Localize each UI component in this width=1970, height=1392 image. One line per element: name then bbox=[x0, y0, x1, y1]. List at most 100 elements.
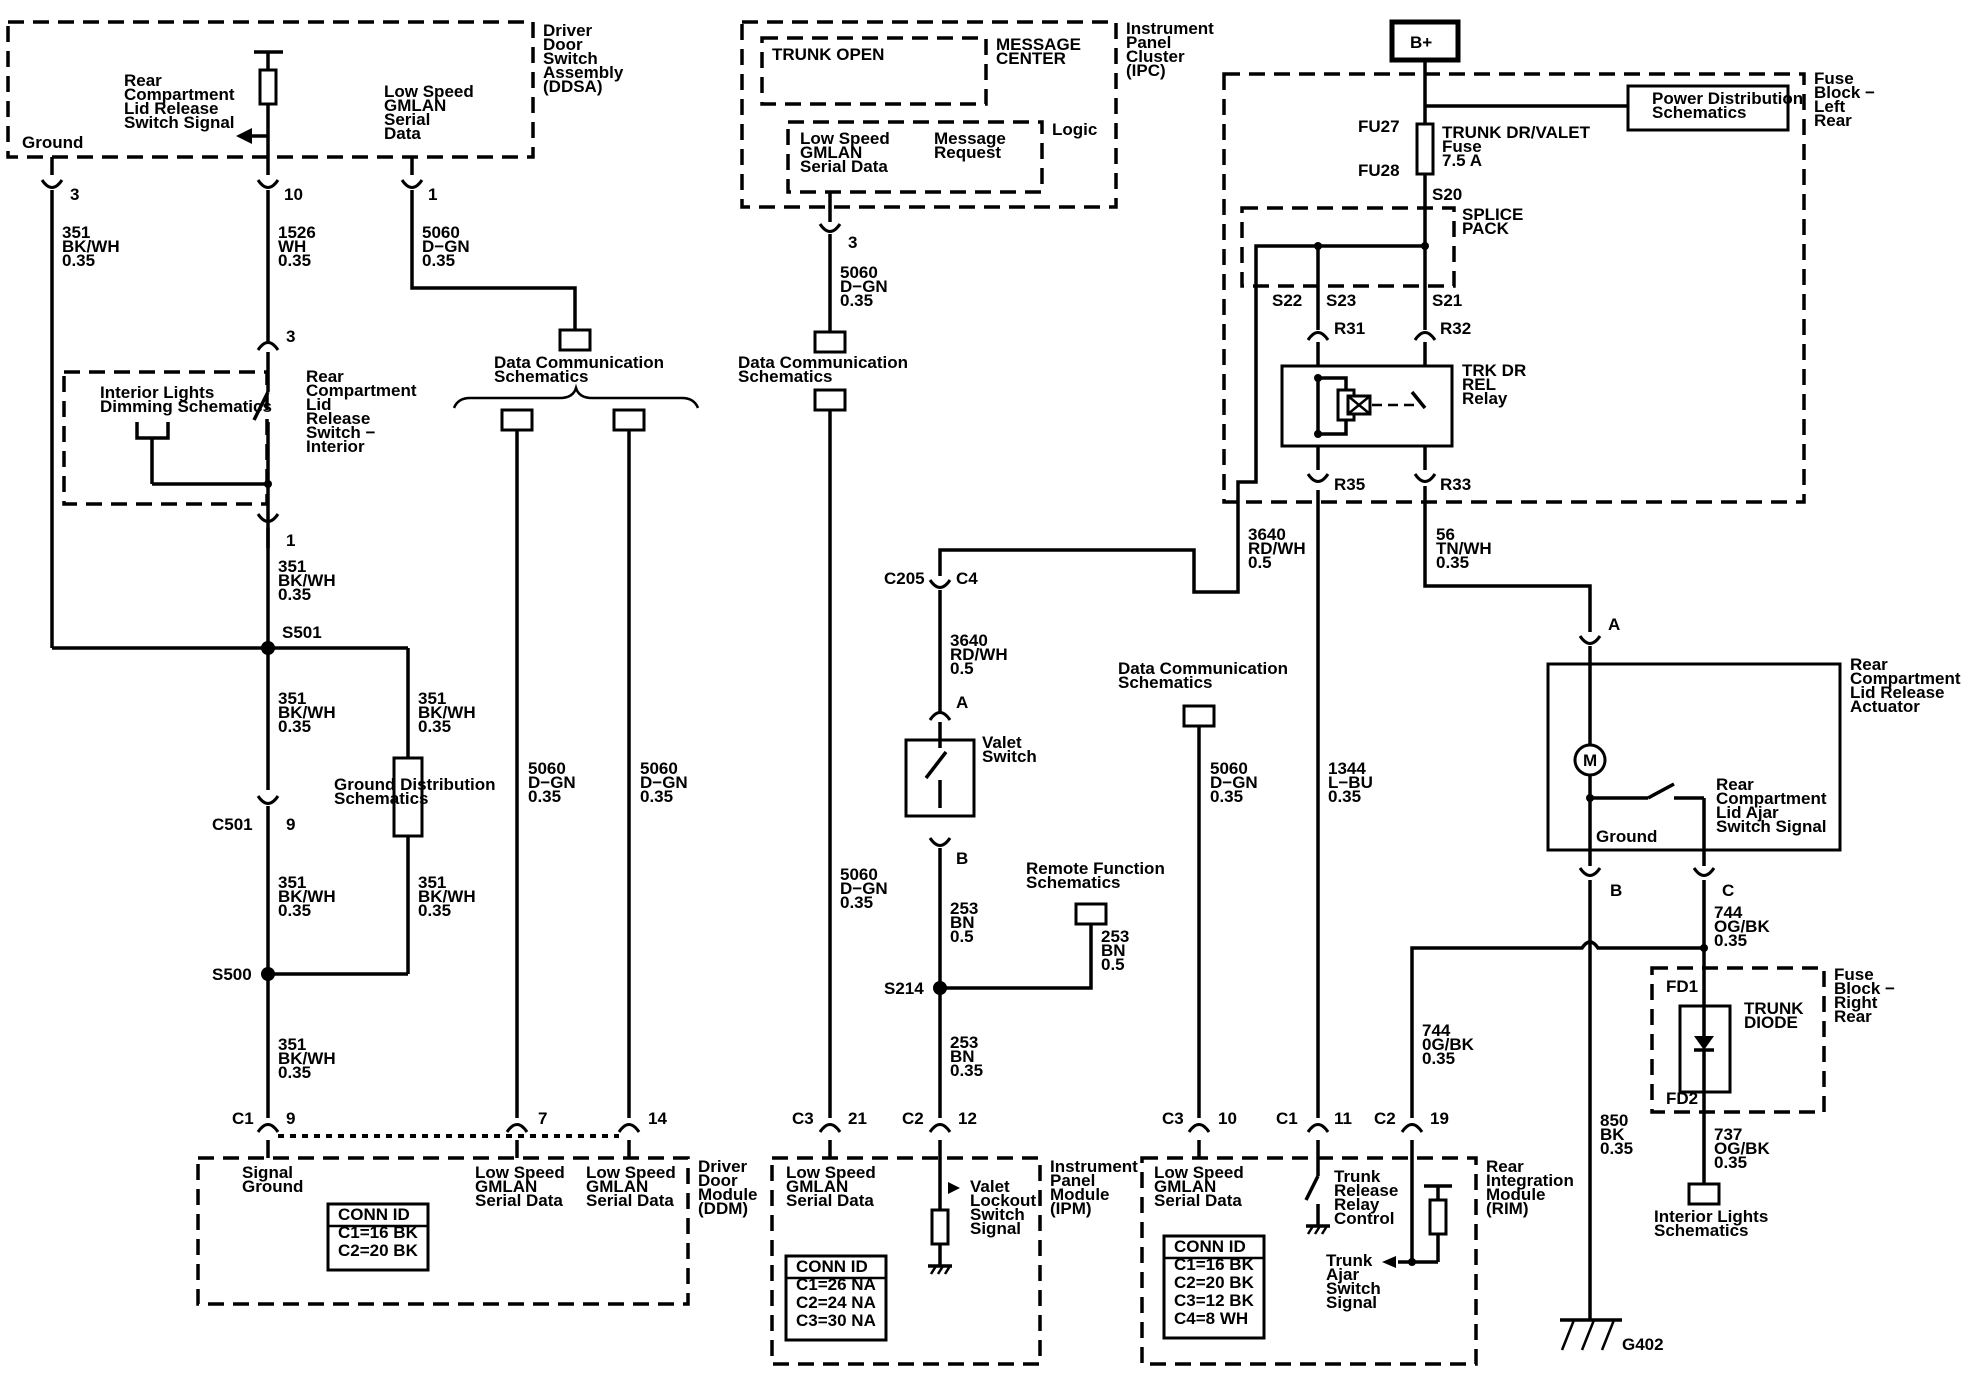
label-line: BN bbox=[1101, 941, 1126, 960]
label-line: Dimming Schematics bbox=[100, 397, 272, 416]
label-line: Compartment bbox=[306, 381, 417, 400]
label-line: Rear bbox=[306, 367, 344, 386]
label-line: BK/WH bbox=[418, 703, 476, 722]
label-line: 0.35 bbox=[278, 585, 311, 604]
label-line: 0.5 bbox=[1248, 553, 1272, 572]
label-line: Lockout bbox=[970, 1191, 1036, 1210]
label-line: Low Speed bbox=[586, 1163, 676, 1182]
label-line: Rear bbox=[1486, 1157, 1524, 1176]
label-line: 0.35 bbox=[1422, 1049, 1455, 1068]
label-line: C4=8 WH bbox=[1174, 1309, 1248, 1328]
label-line: 56 bbox=[1436, 525, 1455, 544]
label-line: 0.35 bbox=[840, 291, 873, 310]
label-line: 737 bbox=[1714, 1125, 1742, 1144]
label-line: Trunk bbox=[1334, 1167, 1381, 1186]
label-line: Remote Function bbox=[1026, 859, 1165, 878]
label-line: 0.35 bbox=[1436, 553, 1469, 572]
connector-label: C1 bbox=[1276, 1109, 1298, 1128]
ddm-pins: C1 9 7 14 bbox=[232, 1109, 667, 1158]
label-line: (RIM) bbox=[1486, 1199, 1528, 1218]
label-line: PACK bbox=[1462, 219, 1510, 238]
label-line: D−GN bbox=[840, 879, 888, 898]
pin-label: R32 bbox=[1440, 319, 1471, 338]
actuator-ground-label: Ground bbox=[1596, 827, 1657, 846]
connector-label: C205 bbox=[884, 569, 925, 588]
label-line: 1344 bbox=[1328, 759, 1366, 778]
label-line: Trunk bbox=[1326, 1251, 1373, 1270]
pin-label: 10 bbox=[1218, 1109, 1237, 1128]
label-line: 1526 bbox=[278, 223, 316, 242]
label-line: D−GN bbox=[422, 237, 470, 256]
pin-label: 9 bbox=[286, 815, 295, 834]
ipc-trunk-open: TRUNK OPEN bbox=[772, 45, 884, 64]
label-line: Compartment bbox=[1850, 669, 1961, 688]
label-line: Integration bbox=[1486, 1171, 1574, 1190]
label-line: 0.5 bbox=[950, 659, 974, 678]
label-line: Driver bbox=[698, 1157, 748, 1176]
label-line: C1=26 NA bbox=[796, 1275, 876, 1294]
label-line: Ground bbox=[242, 1177, 303, 1196]
ddsa-pins: 3 10 1 bbox=[40, 179, 437, 204]
label-line: 351 bbox=[278, 1035, 306, 1054]
label-line: Request bbox=[934, 143, 1001, 162]
pin-label: B bbox=[1610, 881, 1622, 900]
label-line: C2=24 NA bbox=[796, 1293, 876, 1312]
label-line: Rear bbox=[1834, 1007, 1872, 1026]
label-line: 0.5 bbox=[1101, 955, 1125, 974]
pin-label: 21 bbox=[848, 1109, 867, 1128]
splice-label: S23 bbox=[1326, 291, 1356, 310]
label-line: Release bbox=[1334, 1181, 1398, 1200]
label-line: TRK DR bbox=[1462, 361, 1526, 380]
label-line: BK/WH bbox=[278, 887, 336, 906]
label-line: RD/WH bbox=[1248, 539, 1306, 558]
connector-label: C2 bbox=[1374, 1109, 1396, 1128]
label-line: CONN ID bbox=[796, 1257, 868, 1276]
label-line: Rear bbox=[1716, 775, 1754, 794]
label-line: 0.35 bbox=[950, 1061, 983, 1080]
label-line: BK/WH bbox=[418, 887, 476, 906]
label-line: Signal bbox=[970, 1219, 1021, 1238]
label-line: OG/BK bbox=[1714, 1139, 1770, 1158]
label-line: 351 bbox=[418, 873, 446, 892]
label-line: CONN ID bbox=[338, 1205, 410, 1224]
fd1-label: FD1 bbox=[1666, 977, 1698, 996]
label-line: Interior Lights bbox=[1654, 1207, 1768, 1226]
label-line: Schematics bbox=[1118, 673, 1213, 692]
label-line: Relay bbox=[1462, 389, 1508, 408]
label-line: Ground Distribution bbox=[334, 775, 495, 794]
ddsa-ground-label: Ground bbox=[22, 133, 83, 152]
label-line: (IPC) bbox=[1126, 61, 1166, 80]
label-line: Switch bbox=[1326, 1279, 1381, 1298]
label-line: D−GN bbox=[640, 773, 688, 792]
pin-label: 3 bbox=[286, 327, 295, 346]
label-line: 3640 bbox=[950, 631, 988, 650]
label-line: GMLAN bbox=[800, 143, 862, 162]
connector-label: C3 bbox=[792, 1109, 814, 1128]
label-line: 0.35 bbox=[422, 251, 455, 270]
label-line: Module bbox=[1486, 1185, 1546, 1204]
